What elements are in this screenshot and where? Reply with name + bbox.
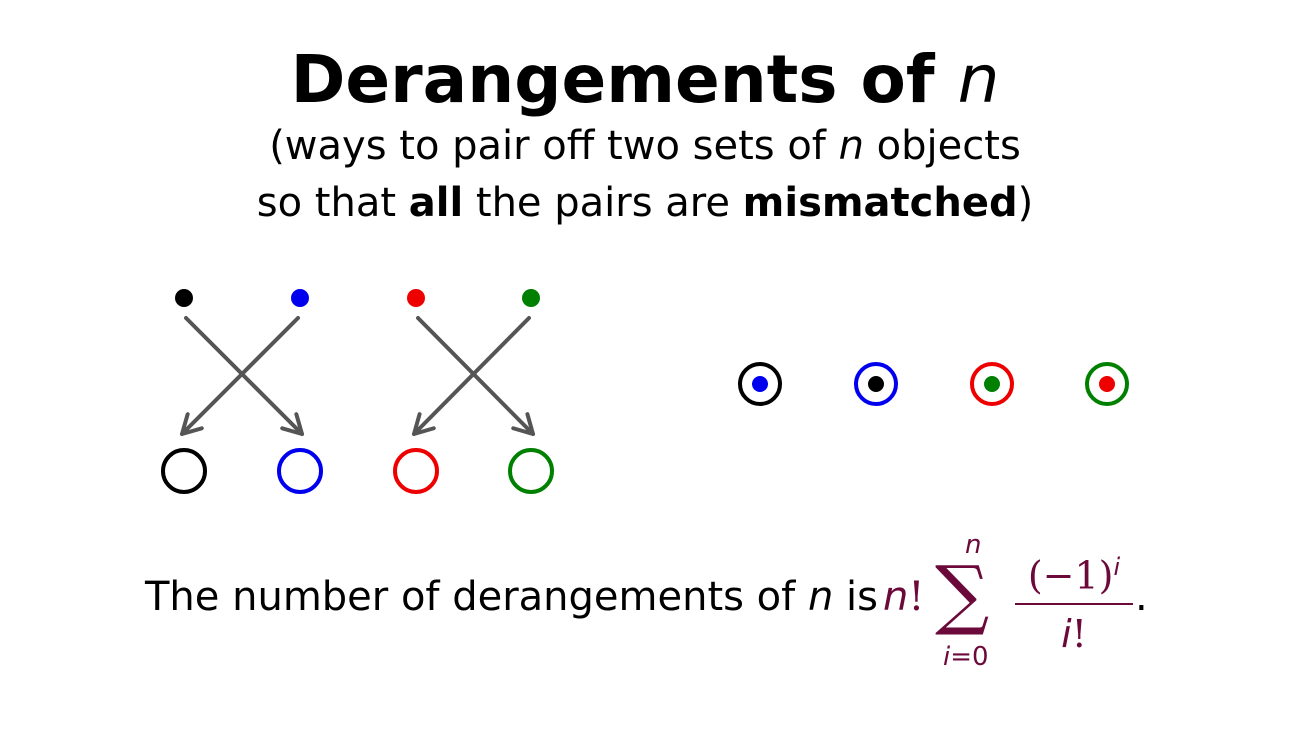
result-ring-blue: [854, 362, 898, 406]
formula-sentence: The number of derangements of n is: [145, 574, 878, 620]
bottom-ring-blue: [277, 448, 323, 494]
n-factorial-var: n: [883, 574, 909, 620]
subtitle-line1-var: n: [838, 123, 864, 169]
result-ring-green: [1085, 362, 1129, 406]
sum-lower-rest: =0: [950, 642, 989, 672]
denominator-bang: !: [1071, 611, 1087, 656]
n-factorial: n!: [883, 574, 924, 620]
subtitle-line1-b: objects: [863, 123, 1021, 169]
derangement-formula: The number of derangements of n is n! n …: [145, 530, 1185, 680]
subtitle-line-2: so that all the pairs are mismatched): [0, 175, 1290, 232]
fraction: (−1)i i!: [1015, 544, 1133, 657]
numerator-exponent: i: [1113, 553, 1121, 581]
formula-period: .: [1135, 574, 1148, 620]
arrow-red-to-green: [416, 316, 535, 436]
sum-lower-var: i: [943, 642, 951, 672]
sum-lower-limit: i=0: [943, 642, 989, 672]
result-ring-black: [738, 362, 782, 406]
fraction-bar: [1015, 602, 1133, 605]
result-dot-green: [984, 376, 1000, 392]
subtitle-line2-a: so that: [256, 180, 409, 226]
summation-sign: ∑: [935, 549, 990, 638]
title-text: Derangements of: [290, 41, 958, 118]
result-dot-black: [868, 376, 884, 392]
formula-text-a: The number of derangements of: [145, 574, 808, 620]
result-dot-blue: [752, 376, 768, 392]
pairing-diagram: [161, 289, 554, 494]
n-factorial-bang: !: [908, 574, 925, 620]
top-dot-green: [522, 289, 540, 307]
arrow-blue-to-black: [180, 316, 300, 436]
arrow-green-to-red: [412, 316, 531, 436]
subtitle-line-1: (ways to pair off two sets of n objects: [0, 118, 1290, 175]
matched-pairs-row: [738, 362, 1129, 406]
bottom-ring-green: [508, 448, 554, 494]
subtitle-line2-c: ): [1017, 180, 1034, 226]
bottom-ring-black: [161, 448, 207, 494]
arrow-black-to-blue: [184, 316, 304, 436]
top-dot-blue: [291, 289, 309, 307]
title-variable: n: [957, 41, 1000, 118]
subtitle-bold-mismatched: mismatched: [742, 180, 1018, 226]
subtitle-bold-all: all: [408, 180, 464, 226]
formula-text-b: is: [833, 574, 878, 620]
bottom-ring-red: [393, 448, 439, 494]
subtitle-line1-a: (ways to pair off two sets of: [269, 123, 839, 169]
slide-title: Derangements of n: [0, 40, 1290, 120]
numerator-base: (−1): [1027, 553, 1114, 598]
fraction-denominator: i!: [1015, 611, 1133, 657]
result-dot-red: [1099, 376, 1115, 392]
fraction-numerator: (−1)i: [1015, 544, 1133, 599]
slide-subtitle: (ways to pair off two sets of n objects …: [0, 118, 1290, 232]
denominator-var: i: [1061, 611, 1072, 656]
top-dot-red: [407, 289, 425, 307]
top-dot-black: [175, 289, 193, 307]
subtitle-line2-b: the pairs are: [463, 180, 743, 226]
formula-text-var: n: [807, 574, 834, 620]
sum-upper-limit: n: [965, 530, 982, 560]
result-ring-red: [970, 362, 1014, 406]
